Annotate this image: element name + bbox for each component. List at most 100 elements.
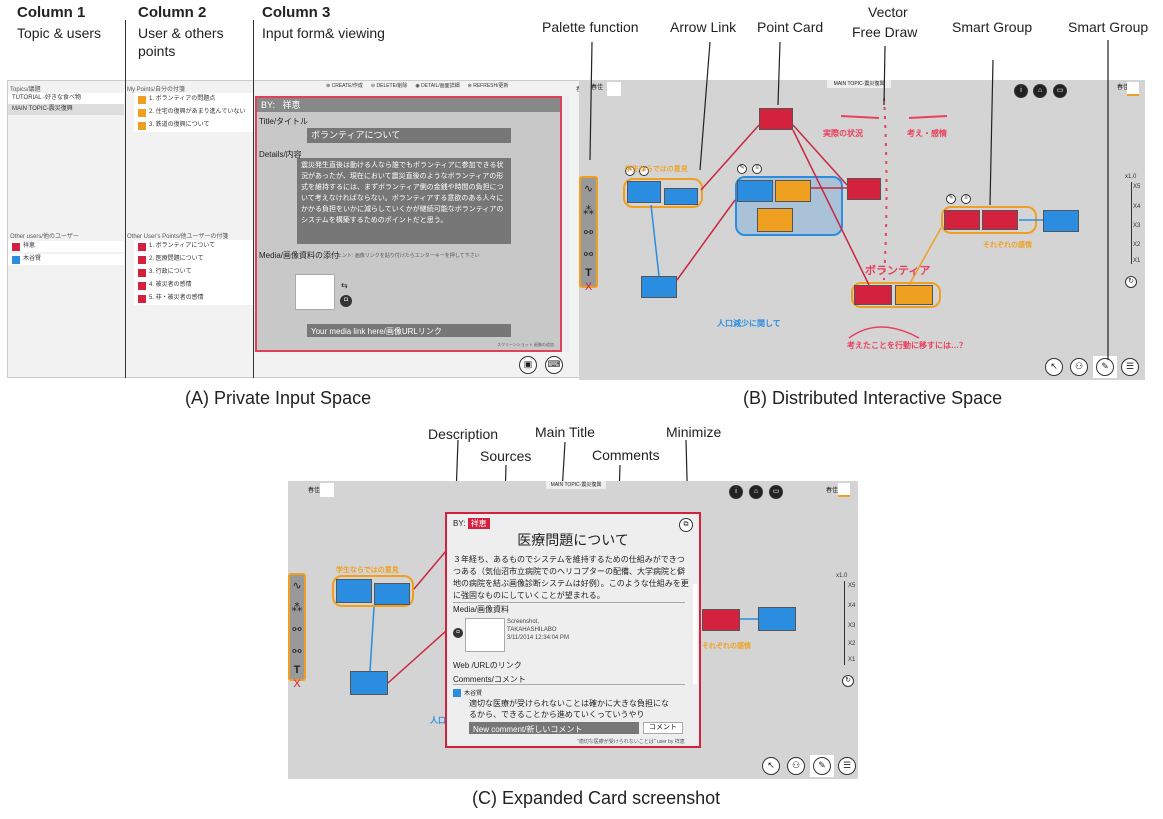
menu-icon[interactable]: ≡ — [639, 166, 649, 176]
group-title: 人口減少に関して — [717, 319, 781, 328]
pointer-icon[interactable]: ↖ — [1045, 358, 1063, 376]
users-icon[interactable]: ⚇ — [1070, 358, 1088, 376]
save-icon[interactable]: ▣ — [519, 356, 537, 374]
smart-group[interactable] — [851, 282, 941, 308]
connect-icon[interactable]: ⚯ — [583, 249, 594, 261]
user-item[interactable]: 祥恵 — [8, 241, 124, 252]
point-card[interactable] — [350, 671, 388, 695]
edit-icon[interactable]: ✎ — [737, 164, 747, 174]
media-thumbnail[interactable] — [295, 274, 335, 310]
connect-icon[interactable]: ⚯ — [292, 646, 302, 658]
delete-button[interactable]: ⊖ DELETE/削除 — [370, 83, 408, 89]
point-card[interactable] — [775, 180, 811, 202]
point-card[interactable] — [374, 583, 410, 605]
free-draw-icon[interactable]: ∿ — [292, 580, 302, 592]
reset-zoom-icon[interactable]: ↻ — [1125, 276, 1137, 288]
card-scrollbar[interactable] — [693, 584, 697, 684]
other-point-item[interactable]: 1. ボランティアについて — [134, 240, 254, 253]
avatar[interactable] — [320, 483, 334, 497]
menu-icon[interactable]: ≡ — [752, 164, 762, 174]
link-icon[interactable]: ⚯ — [583, 227, 594, 239]
smart-group[interactable] — [623, 178, 703, 208]
avatar[interactable] — [1127, 82, 1139, 96]
media-link-input[interactable]: Your media link here/画像URLリンク — [307, 324, 511, 337]
point-card[interactable] — [757, 208, 793, 232]
book-icon[interactable]: ▭ — [769, 485, 783, 499]
text-icon[interactable]: T — [293, 664, 301, 676]
point-card[interactable] — [664, 188, 698, 205]
other-point-item[interactable]: 3. 行政について — [134, 266, 254, 279]
edit-icon[interactable]: ✎ — [946, 194, 956, 204]
other-point-item[interactable]: 4. 被災者の感情 — [134, 279, 254, 292]
detail-button[interactable]: ◉ DETAIL/画面詳細 — [415, 83, 460, 89]
book-icon[interactable]: ▭ — [1053, 84, 1067, 98]
link-icon[interactable]: ⚯ — [292, 624, 302, 636]
text-icon[interactable]: T — [585, 267, 592, 279]
close-icon[interactable]: X — [584, 281, 593, 293]
details-textarea[interactable]: 震災発生直後は動ける人なら誰でもボランティアに参加できる状況があったが、現在にお… — [297, 158, 511, 244]
other-point-item[interactable]: 5. 非・被災者の感情 — [134, 292, 254, 305]
camera-icon[interactable]: ◘ — [340, 295, 352, 307]
point-card[interactable] — [737, 180, 773, 202]
group-icon[interactable]: ⁂ — [291, 602, 303, 614]
create-button[interactable]: ⊕ CREATE/作成 — [326, 83, 363, 89]
new-comment-input[interactable]: New comment/新しいコメント — [469, 722, 639, 734]
avatar[interactable] — [607, 82, 621, 96]
note-tool-selected[interactable]: ✎ — [810, 755, 834, 777]
point-card[interactable] — [627, 181, 661, 203]
edit-icon[interactable]: ✎ — [625, 166, 635, 176]
point-card[interactable] — [944, 210, 980, 230]
comment-submit-button[interactable]: コメント — [643, 722, 683, 734]
note-tool-selected[interactable]: ✎ — [1093, 356, 1117, 378]
group-icon[interactable]: ⁂ — [583, 205, 594, 217]
swap-icon[interactable]: ⇆ — [341, 281, 348, 290]
point-card[interactable] — [336, 579, 372, 603]
user-item[interactable]: 木谷賢 — [8, 254, 124, 265]
zoom-slider[interactable] — [844, 581, 845, 665]
avatar[interactable] — [838, 483, 850, 497]
note-icon[interactable]: ✎ — [1096, 358, 1114, 376]
free-draw-icon[interactable]: ∿ — [583, 183, 594, 195]
info-icon[interactable]: i — [729, 485, 743, 499]
point-card[interactable] — [641, 276, 677, 298]
close-icon[interactable]: X — [293, 678, 301, 690]
title-input[interactable]: ボランティアについて — [307, 128, 511, 143]
topic-item-main[interactable]: MAIN TOPIC-震災復興 — [8, 104, 124, 115]
pointer-icon[interactable]: ↖ — [762, 757, 780, 775]
form-scrollbar[interactable] — [565, 96, 569, 352]
my-point-item[interactable]: 3. 鉄道の復興について — [134, 119, 254, 132]
point-swatch — [138, 121, 146, 130]
comment-text: 適切な医療が受けられないことは確かに大きな負担になるから、できることから進めてい… — [469, 699, 669, 719]
users-icon[interactable]: ⚇ — [787, 757, 805, 775]
point-card[interactable] — [982, 210, 1018, 230]
distributed-interactive-space-panel: 春佳 MAIN TOPIC-震災復興 i ⌂ ▭ 春佳 ∿ ⁂ ⚯ ⚯ T X — [579, 80, 1145, 380]
caption-b: (B) Distributed Interactive Space — [743, 388, 1003, 408]
my-point-item[interactable]: 1. ボランティアの問題点 — [134, 93, 254, 106]
list-icon[interactable]: ☰ — [838, 757, 856, 775]
menu-icon[interactable]: ≡ — [961, 194, 971, 204]
info-icon[interactable]: i — [1014, 84, 1028, 98]
my-point-item[interactable]: 2. 住宅の復興があまり進んでいない — [134, 106, 254, 119]
minimize-icon[interactable]: ⧉ — [679, 518, 693, 532]
point-card[interactable] — [1043, 210, 1079, 232]
point-card[interactable] — [847, 178, 881, 200]
point-card[interactable] — [895, 285, 933, 305]
keyboard-icon[interactable]: ⌨ — [545, 356, 563, 374]
point-card[interactable] — [759, 108, 793, 130]
reset-zoom-icon[interactable]: ↻ — [842, 675, 854, 687]
point-card[interactable] — [854, 285, 892, 305]
home-icon[interactable]: ⌂ — [1033, 84, 1047, 98]
note-icon[interactable]: ✎ — [813, 757, 831, 775]
point-card[interactable] — [758, 607, 796, 631]
other-user-label: 春佳 — [826, 488, 839, 494]
camera-icon[interactable]: ◘ — [453, 628, 463, 638]
zoom-slider[interactable] — [1131, 182, 1132, 264]
topic-item-tutorial[interactable]: TUTORIAL -好きな食べ物 — [8, 93, 124, 104]
home-icon[interactable]: ⌂ — [749, 485, 763, 499]
smart-group[interactable] — [332, 575, 414, 607]
point-card[interactable] — [702, 609, 740, 631]
refresh-button[interactable]: ⊛ REFRESH/更新 — [467, 83, 509, 89]
media-thumbnail[interactable] — [465, 618, 505, 652]
other-point-item[interactable]: 2. 医療問題について — [134, 253, 254, 266]
list-icon[interactable]: ☰ — [1121, 358, 1139, 376]
